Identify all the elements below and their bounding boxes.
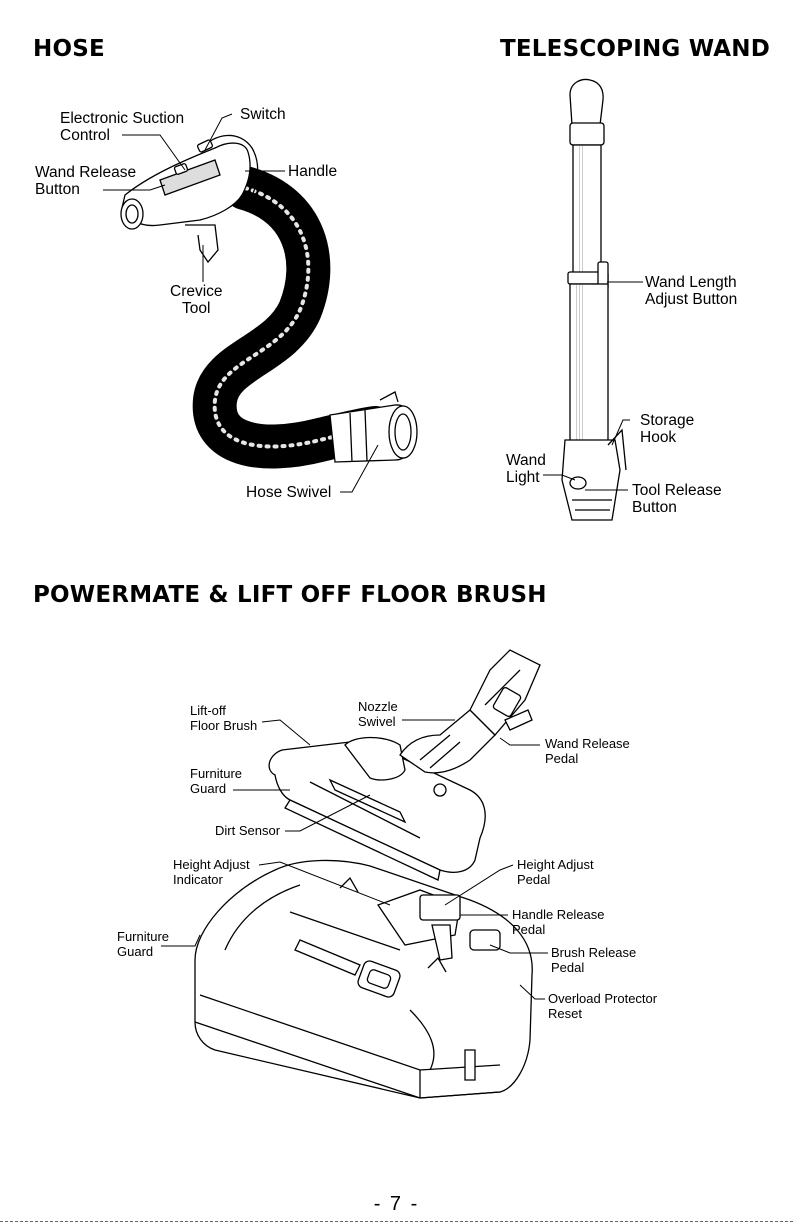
label-brush-release-pedal: Brush Release Pedal <box>551 945 637 975</box>
heading-powermate: POWERMATE & LIFT OFF FLOOR BRUSH <box>33 582 547 608</box>
label-hose-swivel: Hose Swivel <box>246 484 332 501</box>
label-tool-release-button: Tool Release Button <box>632 482 722 516</box>
label-furniture-guard-upper: Furniture Guard <box>190 766 243 796</box>
leader-lines <box>103 113 643 1000</box>
label-wand-light: Wand Light <box>506 452 546 486</box>
label-furniture-guard-lower: Furniture Guard <box>117 929 170 959</box>
powermate-base <box>194 859 533 1099</box>
label-overload-protector-reset: Overload Protector Reset <box>548 991 658 1021</box>
heading-telescoping-wand: TELESCOPING WAND <box>500 36 770 62</box>
label-electronic-suction-control: Electronic Suction Control <box>60 110 185 144</box>
label-storage-hook: Storage Hook <box>640 412 695 446</box>
hose-handle <box>120 134 259 264</box>
label-switch: Switch <box>240 106 286 123</box>
page-number: - 7 - <box>373 1193 420 1215</box>
lift-off-floor-brush <box>268 649 541 881</box>
label-handle: Handle <box>288 163 338 180</box>
label-wand-release-pedal: Wand Release Pedal <box>545 736 630 766</box>
label-dirt-sensor: Dirt Sensor <box>215 823 281 838</box>
hose-swivel-cuff <box>329 391 418 463</box>
telescoping-wand-illustration <box>561 78 627 521</box>
label-wand-length-adjust-button: Wand Length Adjust Button <box>645 274 738 308</box>
label-height-adjust-pedal: Height Adjust Pedal <box>517 857 594 887</box>
label-height-adjust-indicator: Height Adjust Indicator <box>173 857 250 887</box>
label-nozzle-swivel: Nozzle Swivel <box>358 699 398 729</box>
hose-illustration <box>120 134 418 469</box>
label-wand-release-button: Wand Release Button <box>35 164 137 198</box>
label-lift-off-floor-brush: Lift-off Floor Brush <box>190 703 258 733</box>
heading-hose: HOSE <box>33 36 105 62</box>
label-crevice-tool: Crevice Tool <box>170 283 223 317</box>
label-handle-release-pedal: Handle Release Pedal <box>512 907 605 937</box>
bottom-rule <box>0 1221 793 1222</box>
